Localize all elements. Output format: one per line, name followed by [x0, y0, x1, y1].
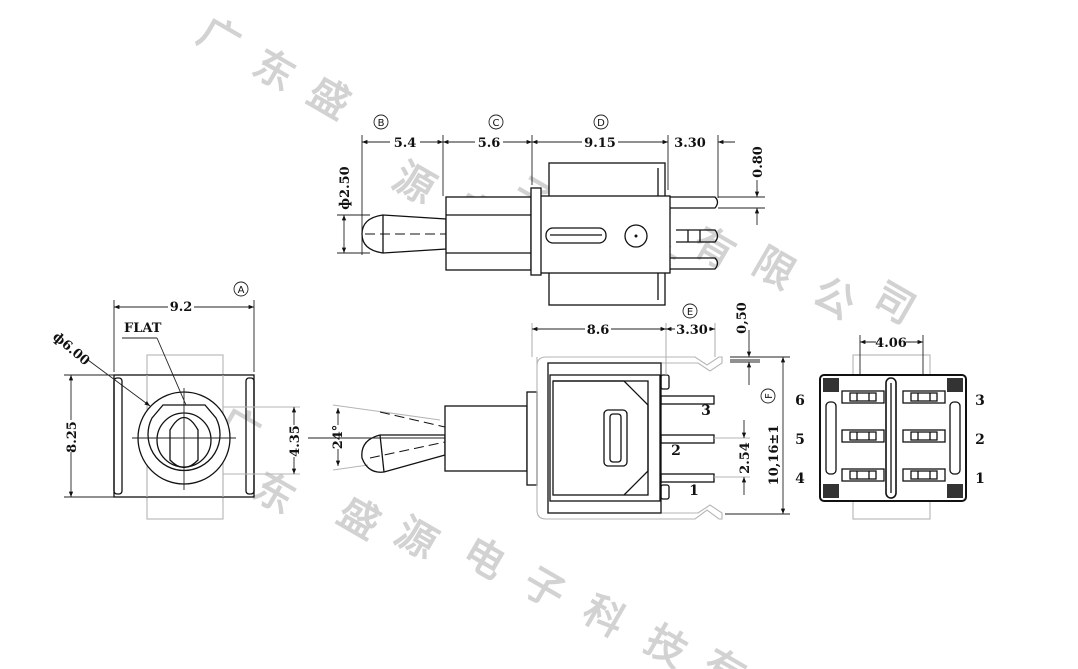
- angle-label: 24°: [331, 425, 346, 450]
- contact-terminal: [902, 390, 946, 404]
- marker-d: D: [593, 114, 609, 130]
- watermark-char: 源: [387, 509, 445, 569]
- watermark-char: 东: [245, 41, 303, 101]
- pin-label-6: 6: [795, 393, 805, 409]
- pin-label-3-bottom: 3: [975, 393, 985, 409]
- marker-e: E: [682, 303, 698, 319]
- dim-total: 10,16±1: [767, 425, 782, 486]
- pin-label-2-bottom: 2: [975, 432, 985, 448]
- marker-c: C: [488, 114, 504, 130]
- contact-terminal: [902, 468, 946, 482]
- contact-terminal: [902, 429, 946, 443]
- marker-f: F: [760, 388, 776, 404]
- bottom-view: 4.06: [795, 335, 985, 520]
- pin-label-3: 3: [701, 403, 711, 419]
- pin-label-1-bottom: 1: [975, 471, 985, 487]
- watermark-char: 有: [685, 219, 743, 279]
- dim-pin-spacing: 4.06: [875, 336, 907, 351]
- dim-body: 8.6: [587, 323, 610, 338]
- dim-diameter: ф6.00: [49, 330, 92, 369]
- pin-label-5: 5: [795, 432, 805, 448]
- contact-terminal: [841, 390, 885, 404]
- side-view: 5.4 5.6 9.15 3.30 B C D 0.80 ф2.50: [337, 114, 766, 306]
- dim-pitch: 2.54: [738, 442, 753, 474]
- pin-label-1: 1: [689, 483, 699, 499]
- dim-pins: 3.30: [676, 323, 708, 338]
- dim-bracket: 0,50: [735, 302, 750, 334]
- svg-text:D: D: [597, 118, 605, 129]
- pin-label-2: 2: [671, 443, 681, 459]
- marker-a: A: [233, 281, 249, 297]
- pc-view: 24° 3 2 1 E 8.6 3.30: [308, 302, 790, 520]
- dim-flat-height: 4.35: [288, 425, 303, 457]
- contact-terminal: [841, 429, 885, 443]
- watermark-char: 广: [190, 9, 248, 69]
- dim-lever-length: 5.4: [394, 136, 417, 151]
- svg-text:E: E: [687, 307, 693, 318]
- watermark-char: 科: [575, 587, 633, 647]
- marker-b: B: [373, 114, 389, 130]
- dim-height: 8.25: [65, 421, 80, 453]
- dim-body-length: 9.15: [584, 136, 616, 151]
- watermark-char: 限: [745, 239, 803, 299]
- watermark-char: 司: [865, 274, 923, 334]
- svg-text:F: F: [764, 393, 775, 399]
- svg-text:A: A: [238, 285, 245, 296]
- svg-text:C: C: [493, 118, 500, 129]
- flat-label: FLAT: [124, 321, 162, 336]
- front-view: A 9.2 FLAT ф6.00 8.25 4.35: [49, 281, 303, 520]
- svg-text:B: B: [378, 118, 385, 129]
- watermark-char: 公: [805, 269, 863, 329]
- dim-lever-diameter: ф2.50: [338, 166, 353, 209]
- watermark-char: 源: [385, 154, 443, 214]
- watermark-char: 子: [515, 559, 573, 619]
- dim-pin-length: 3.30: [674, 136, 706, 151]
- watermark-char: 技: [637, 617, 695, 669]
- watermark: 广东盛源电子科技有限公司广东盛源电子科技有: [190, 9, 923, 669]
- pin-label-4: 4: [795, 471, 805, 487]
- watermark-char: 电: [455, 529, 513, 589]
- contact-terminal: [841, 468, 885, 482]
- watermark-char: 盛: [300, 69, 358, 129]
- dim-pin-width: 0.80: [751, 146, 766, 178]
- dim-width: 9.2: [170, 300, 193, 315]
- dim-bushing-length: 5.6: [478, 136, 501, 151]
- watermark-char: 有: [695, 641, 753, 669]
- watermark-char: 盛: [330, 489, 388, 549]
